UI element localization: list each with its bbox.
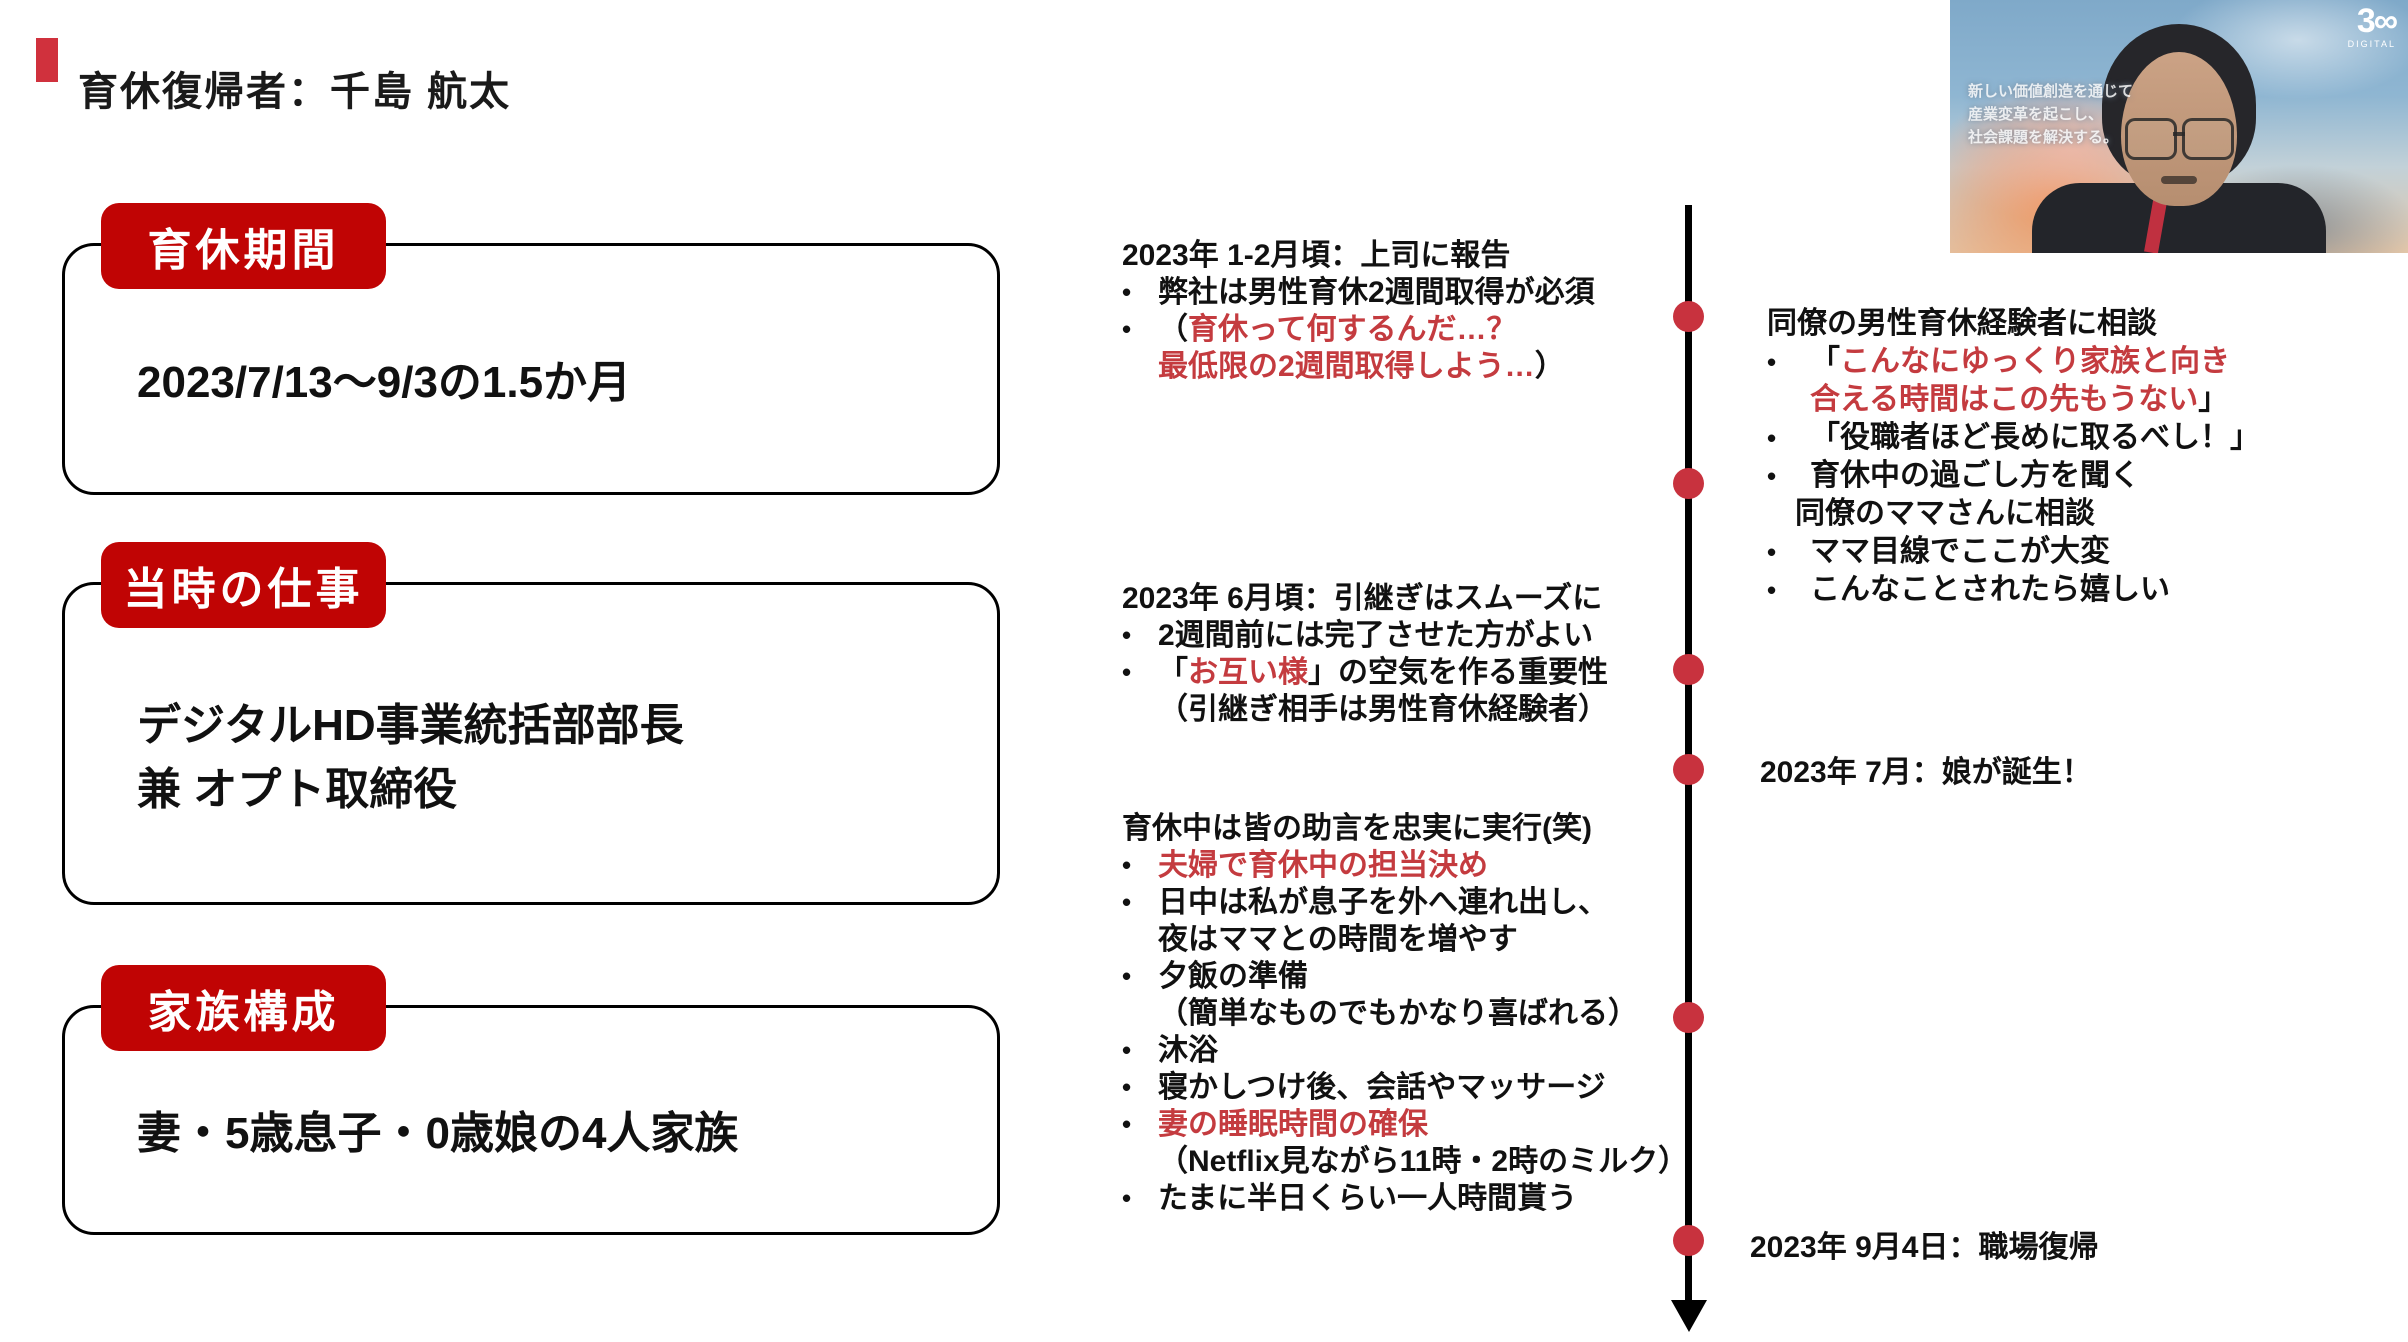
text-line-bullet: •沐浴 (1122, 1034, 1218, 1067)
bullet-icon: • (1122, 1183, 1132, 1213)
anniversary-logo: 3∞ DIGITAL (2347, 2, 2398, 49)
timeline-dot (1673, 1225, 1704, 1256)
profile-box-label: 家族構成 (101, 965, 386, 1051)
bullet-icon: • (1122, 277, 1132, 307)
caption-line: 産業変革を起こし、 (1968, 106, 2104, 123)
text-line-bullet: •「役職者ほど長めに取るべし！」 (1767, 419, 2395, 457)
profile-box-family: 家族構成 妻・5歳息子・0歳娘の4人家族 (62, 965, 1000, 1235)
text-line-cont: 夜はママとの時間を増やす (1158, 923, 1518, 956)
glasses-bridge-icon (2173, 132, 2185, 136)
profile-box-content: 2023/7/13〜9/3の1.5か月 (137, 246, 967, 492)
text-line-bullet: •妻の睡眠時間の確保 (1122, 1108, 1428, 1141)
text-line-bullet: •「お互い様」の空気を作る重要性 (1122, 656, 1608, 689)
timeline-dot (1673, 468, 1704, 499)
bullet-icon: • (1122, 887, 1132, 917)
text-line-bullet: •ママ目線でここが大変 (1767, 533, 2395, 571)
bullet-icon: • (1122, 657, 1132, 687)
profile-box-job: 当時の仕事 デジタルHD事業統括部部長兼 オプト取締役 (62, 542, 1000, 905)
timeline-event-birth: 2023年 7月：娘が誕生！ (1760, 756, 2092, 789)
text-line-cont: （簡単なものでもかなり喜ばれる） (1158, 997, 1638, 1030)
text-line-heading: 同僚の男性育休経験者に相談 (1767, 307, 2157, 340)
bullet-icon: • (1767, 347, 1777, 377)
text-line-bullet: •（育休って何するんだ…？ (1122, 313, 1517, 346)
bullet-icon: • (1122, 850, 1132, 880)
bullet-icon: • (1122, 961, 1132, 991)
webcam-video-thumbnail: 新しい価値創造を通じて 産業変革を起こし、 社会課題を解決する。 3∞ DIGI… (1950, 0, 2408, 253)
timeline-note-report-to-boss: 2023年 1-2月頃：上司に報告 •弊社は男性育休2週間取得が必須 •（育休って何… (1122, 237, 1700, 385)
logo-30-icon: 3∞ (2356, 2, 2398, 40)
text-line-bullet: •育休中の過ごし方を聞く (1767, 457, 2395, 495)
caption-line: 新しい価値創造を通じて (1968, 83, 2134, 100)
profile-box-content: デジタルHD事業統括部部長兼 オプト取締役 (137, 585, 967, 902)
bullet-icon: • (1122, 1035, 1132, 1065)
text-line-cont: （Netflix見ながら11時・2時のミルク） (1158, 1145, 1689, 1178)
bullet-icon: • (1767, 461, 1777, 491)
text-line-bullet: •日中は私が息子を外へ連れ出し、 (1122, 886, 1608, 919)
bullet-icon: • (1767, 423, 1777, 453)
profile-box-text: 妻・5歳息子・0歳娘の4人家族 (137, 1109, 739, 1159)
bullet-icon: • (1767, 537, 1777, 567)
timeline-note-consult-colleagues: 同僚の男性育休経験者に相談•「こんなにゆっくり家族と向き合える時間はこの先もうな… (1767, 305, 2395, 609)
title-accent-bar (36, 38, 58, 82)
bullet-icon: • (1122, 314, 1132, 344)
text-line-cont: （引継ぎ相手は男性育休経験者） (1158, 693, 1608, 726)
text-line-bullet: •弊社は男性育休2週間取得が必須 (1122, 276, 1595, 309)
text-line-bullet: •こんなことされたら嬉しい (1767, 571, 2395, 609)
timeline-arrowhead-icon (1671, 1300, 1707, 1332)
timeline-note-handover: 2023年 6月頃：引継ぎはスムーズに •2週間前には完了させた方がよい •「お互い… (1122, 580, 1710, 728)
text-line-bullet: •夫婦で育休中の担当決め (1122, 849, 1488, 882)
timeline-dot (1673, 1002, 1704, 1033)
text-line-cont: 合える時間はこの先もうない」 (1810, 383, 2229, 416)
profile-box-leave-period: 育休期間 2023/7/13〜9/3の1.5か月 (62, 203, 1000, 495)
text-line-heading: 2023年 6月頃：引継ぎはスムーズに (1122, 582, 1603, 615)
text-line-subheading: 同僚のママさんに相談 (1795, 497, 2095, 530)
bullet-icon: • (1122, 1109, 1132, 1139)
profile-box-label: 当時の仕事 (101, 542, 386, 628)
timeline-dot (1673, 754, 1704, 785)
timeline-dot (1673, 654, 1704, 685)
profile-box-content: 妻・5歳息子・0歳娘の4人家族 (137, 1008, 967, 1232)
speaker-mustache (2161, 176, 2197, 184)
bullet-icon: • (1122, 1072, 1132, 1102)
text-line-bullet: •寝かしつけ後、会話やマッサージ (1122, 1071, 1606, 1104)
timeline-note-during-leave: 育休中は皆の助言を忠実に実行(笑) •夫婦で育休中の担当決め •日中は私が息子を外へ… (1122, 810, 1710, 1217)
logo-digital-label: DIGITAL (2347, 39, 2396, 49)
profile-box-label: 育休期間 (101, 203, 386, 289)
text-line-bullet: •2週間前には完了させた方がよい (1122, 619, 1594, 652)
text-line-bullet: •「こんなにゆっくり家族と向き (1767, 343, 2395, 381)
profile-box-text: 兼 オプト取締役 (137, 764, 458, 814)
timeline-event-return: 2023年 9月4日：職場復帰 (1750, 1231, 2099, 1264)
text-line-heading: 育休中は皆の助言を忠実に実行(笑) (1122, 812, 1592, 845)
text-line-heading: 2023年 1-2月頃：上司に報告 (1122, 239, 1511, 272)
text-line-bullet: •たまに半日くらい一人時間貰う (1122, 1182, 1578, 1215)
webcam-mission-caption: 新しい価値創造を通じて 産業変革を起こし、 社会課題を解決する。 (1968, 80, 2133, 149)
bullet-icon: • (1122, 620, 1132, 650)
text-line-cont: 最低限の2週間取得しよう…） (1158, 350, 1565, 383)
profile-box-text: 2023/7/13〜9/3の1.5か月 (137, 358, 632, 408)
timeline-dot (1673, 301, 1704, 332)
profile-box-text: デジタルHD事業統括部部長 (137, 701, 684, 751)
bullet-icon: • (1767, 575, 1777, 605)
text-line-bullet: •夕飯の準備 (1122, 960, 1308, 993)
page-title: 育休復帰者：千島 航太 (78, 69, 512, 114)
glasses-left-lens-icon (2125, 118, 2177, 160)
caption-line: 社会課題を解決する。 (1968, 129, 2119, 146)
glasses-right-lens-icon (2182, 118, 2234, 160)
